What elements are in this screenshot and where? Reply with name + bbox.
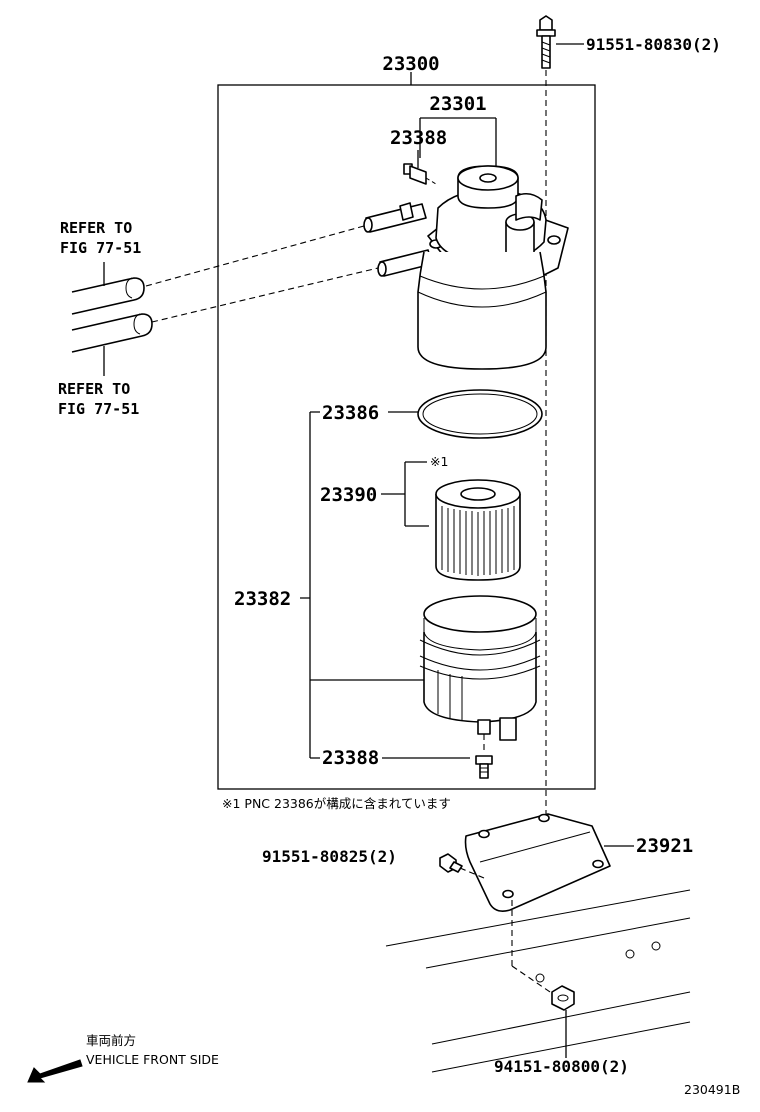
label-91551-80830[interactable]: 91551-80830(2): [586, 35, 721, 54]
note-mark: ※1: [430, 454, 448, 469]
label-94151-80800[interactable]: 94151-80800(2): [494, 1057, 629, 1076]
label-23301[interactable]: 23301: [429, 93, 486, 115]
fuel-hose-upper-icon[interactable]: [71, 277, 145, 315]
figure-id: 230491B: [684, 1082, 740, 1097]
filter-housing-icon[interactable]: [417, 251, 547, 370]
refer-bottom-line2[interactable]: FIG 77-51: [58, 400, 139, 418]
filter-element-23390-icon[interactable]: [435, 479, 521, 581]
vehicle-frame-icon: [385, 889, 691, 1073]
note-text: ※1 PNC 23386が構成に含まれています: [222, 796, 451, 811]
label-23382[interactable]: 23382: [234, 588, 291, 610]
vent-plug-23388-top-icon[interactable]: [403, 163, 437, 185]
o-ring-23386-icon[interactable]: [417, 389, 543, 439]
direction-en: VEHICLE FRONT SIDE: [86, 1052, 219, 1067]
assembly-23300-box: [217, 84, 596, 790]
label-23300[interactable]: 23300: [382, 53, 439, 75]
direction-jp: 車両前方: [86, 1033, 136, 1048]
bracket-23921-icon[interactable]: [464, 813, 611, 912]
filter-case-icon[interactable]: [419, 595, 541, 741]
label-23388-top[interactable]: 23388: [390, 127, 447, 149]
bolt-91551-80825-icon[interactable]: [439, 853, 463, 873]
front-direction-arrow-icon: [27, 1059, 83, 1083]
refer-top-line1[interactable]: REFER TO: [60, 219, 132, 237]
bolt-91551-80830-icon[interactable]: [536, 15, 556, 69]
label-23390[interactable]: 23390: [320, 484, 377, 506]
nut-94151-80800-icon[interactable]: [551, 985, 575, 1011]
refer-top-line2[interactable]: FIG 77-51: [60, 239, 141, 257]
label-23921[interactable]: 23921: [636, 835, 693, 857]
label-23386[interactable]: 23386: [322, 402, 379, 424]
refer-bottom-line1[interactable]: REFER TO: [58, 380, 130, 398]
label-91551-80825[interactable]: 91551-80825(2): [262, 847, 397, 866]
fuel-hose-lower-icon[interactable]: [71, 313, 153, 353]
drain-plug-23388-bottom-icon[interactable]: [475, 755, 493, 779]
label-23388-bottom[interactable]: 23388: [322, 747, 379, 769]
